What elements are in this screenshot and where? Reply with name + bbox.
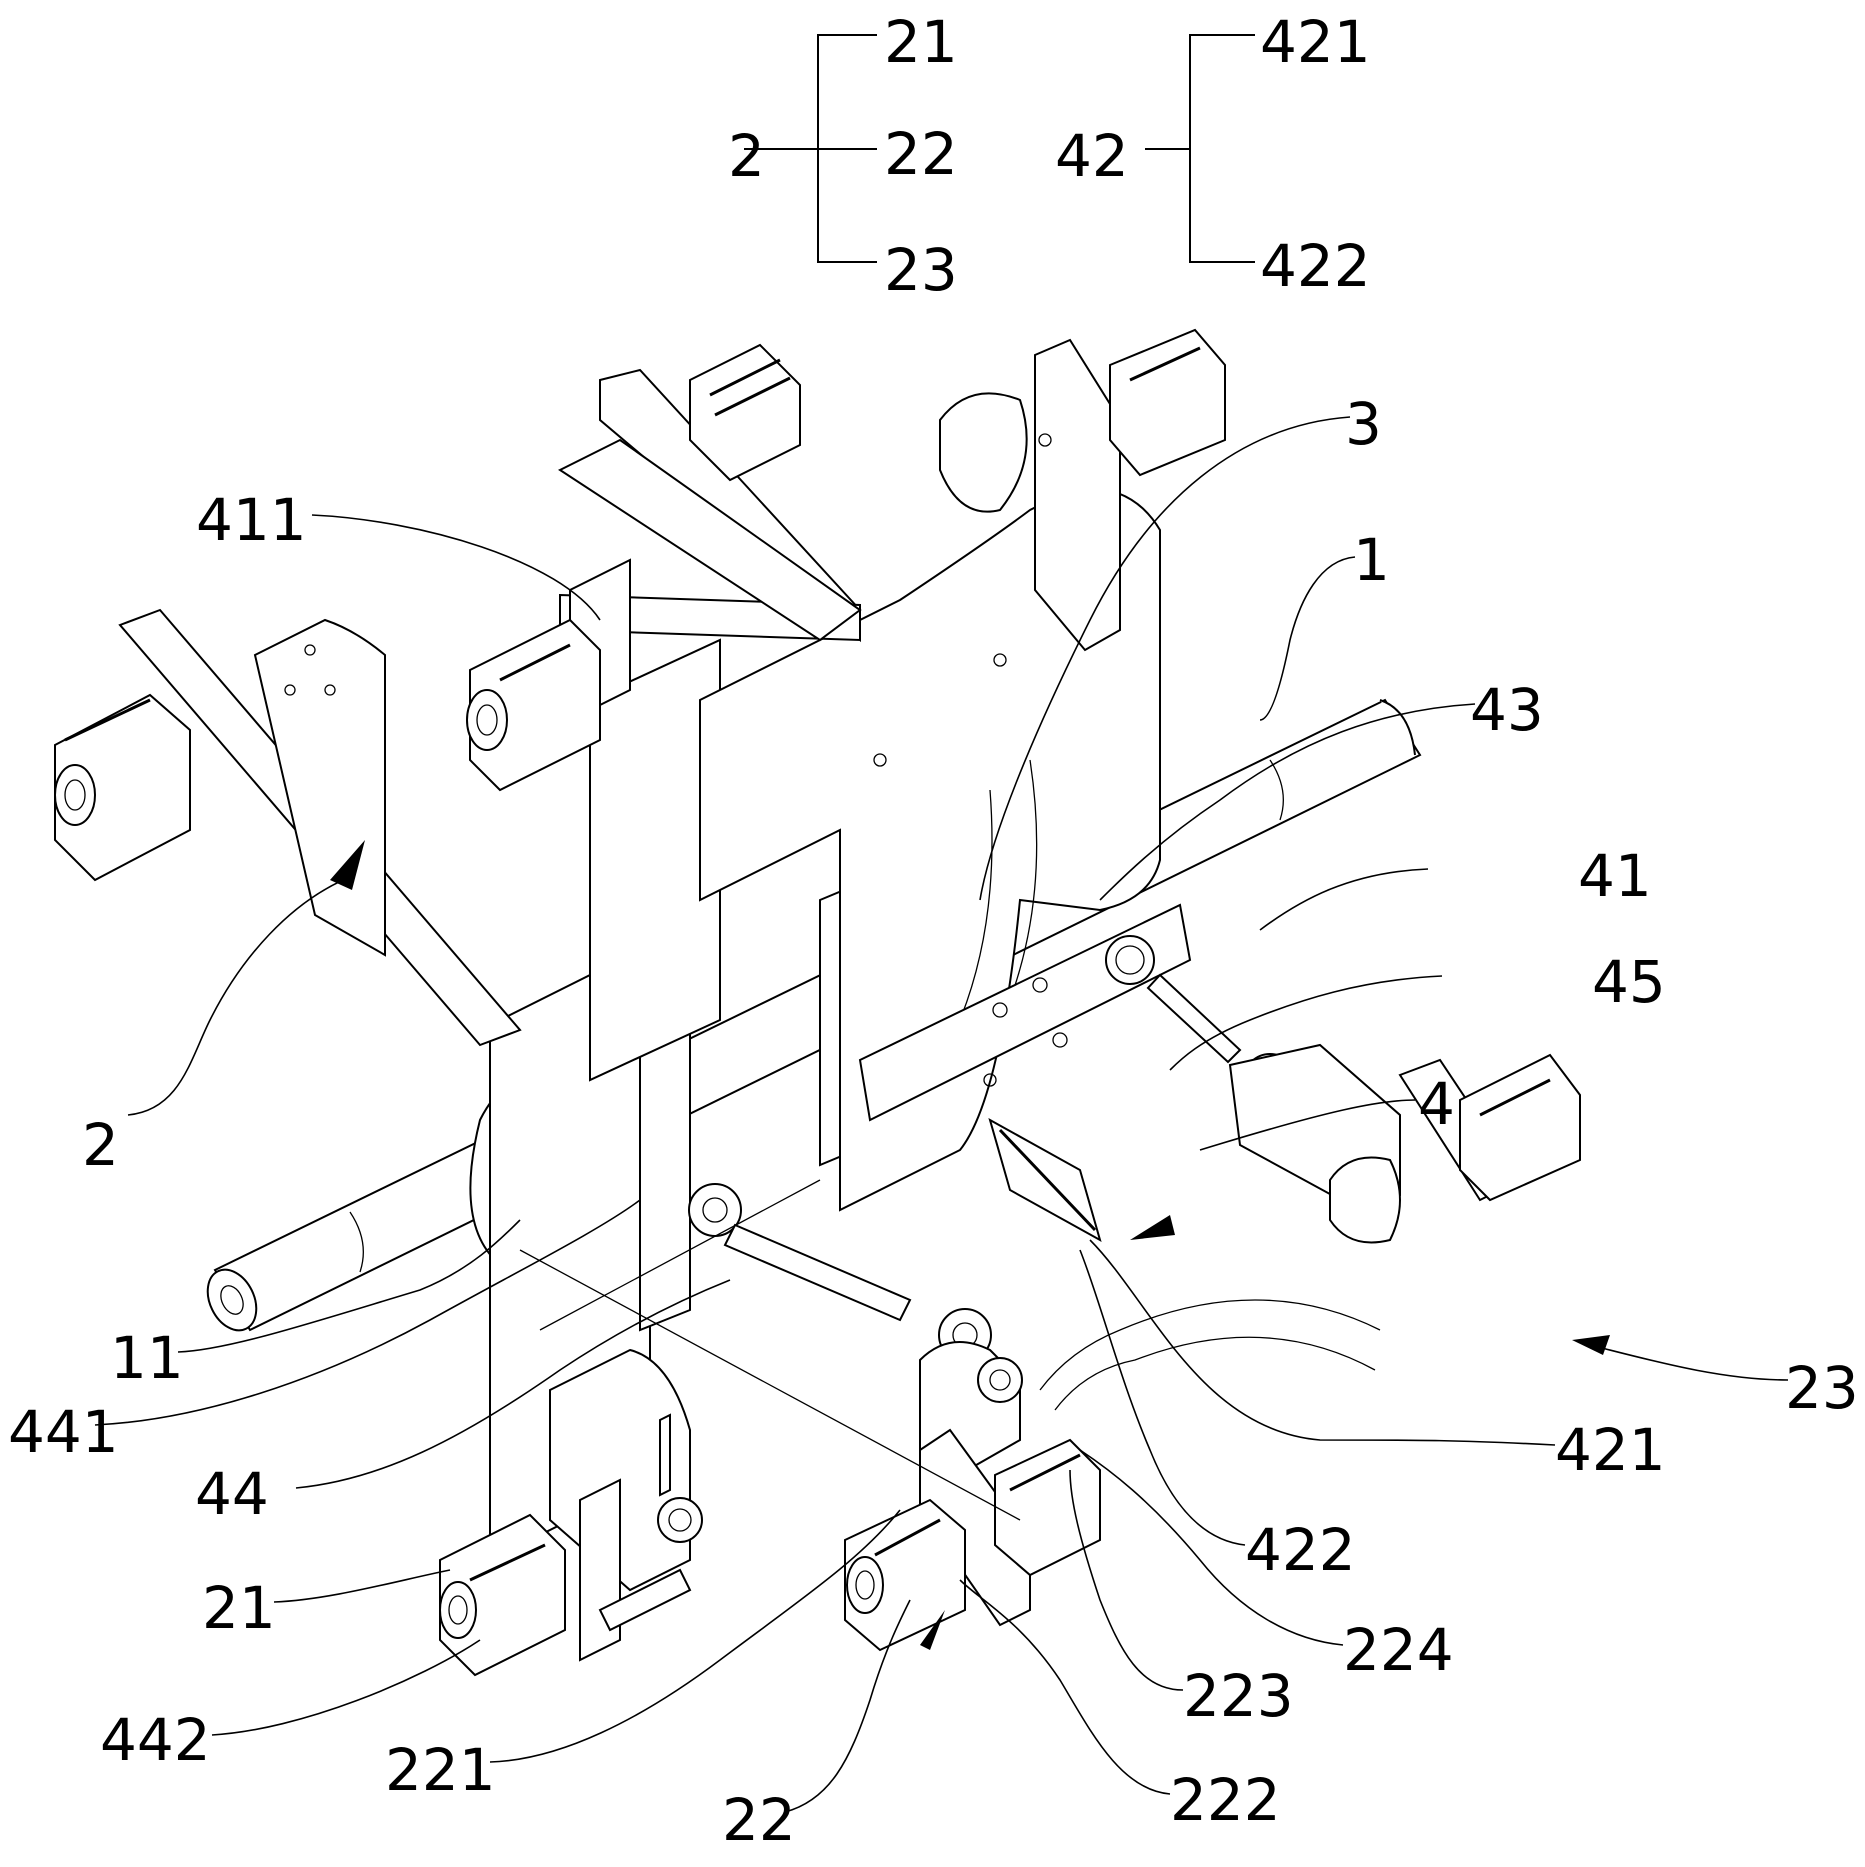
leader-223: [1069, 1469, 1184, 1691]
lower-left-gripper-21: [439, 1348, 703, 1677]
leader-22: [784, 1599, 911, 1813]
arrow-23-icon: [1572, 1335, 1610, 1355]
leader-1: [1259, 556, 1356, 721]
construction-line: [539, 1179, 821, 1331]
arrow-4-icon: [1130, 1215, 1175, 1240]
label-4: 4: [1418, 1070, 1455, 1138]
leader-4: [1199, 1099, 1416, 1151]
upper-left-arm: [466, 343, 862, 792]
label-22: 22: [722, 1786, 796, 1854]
label-422: 422: [1245, 1516, 1356, 1584]
leader-45: [1169, 975, 1443, 1071]
leader-43: [1099, 703, 1476, 901]
leader-222: [959, 1579, 1171, 1795]
legend-parent-2: 2: [728, 122, 765, 190]
label-44: 44: [195, 1460, 269, 1528]
right-linkage-arm: [858, 903, 1581, 1244]
label-421: 421: [1555, 1416, 1666, 1484]
label-45: 45: [1592, 948, 1666, 1016]
upper-right-arm: [939, 328, 1226, 652]
label-11: 11: [110, 1324, 184, 1392]
label-1: 1: [1353, 526, 1390, 594]
leader-221: [489, 1509, 901, 1763]
legend-group-2: 2 21 22 23: [728, 8, 958, 304]
legend-parent-42: 42: [1055, 122, 1129, 190]
label-222: 222: [1170, 1766, 1281, 1834]
leader-421: [1089, 1239, 1556, 1446]
label-21: 21: [202, 1574, 276, 1642]
label-224: 224: [1343, 1616, 1454, 1684]
leader-441: [94, 1199, 641, 1426]
legend-child-23: 23: [884, 236, 958, 304]
leader-41: [1259, 868, 1429, 931]
leader-442: [211, 1639, 481, 1736]
legend-bracket: [1189, 34, 1255, 263]
label-23: 23: [1785, 1354, 1859, 1422]
legend-group-42: 42 421 422: [1055, 8, 1371, 300]
leader-44: [295, 1279, 731, 1489]
mechanism-assembly: [54, 328, 1581, 1677]
construction-line: [519, 1249, 1021, 1521]
label-43: 43: [1470, 676, 1544, 744]
leader-3: [979, 416, 1351, 901]
legend-child-421: 421: [1260, 8, 1371, 76]
label-2: 2: [82, 1111, 119, 1179]
label-411: 411: [196, 486, 307, 554]
left-arm-2: [54, 608, 522, 1047]
leader-422: [1079, 1249, 1246, 1546]
arrow-2-icon: [330, 840, 365, 890]
label-441: 441: [8, 1398, 119, 1466]
leader-21: [273, 1569, 451, 1603]
leader-lines: [94, 416, 1789, 1813]
legend-child-422: 422: [1260, 232, 1371, 300]
arrow-22-icon: [920, 1610, 945, 1650]
lower-right-gripper-22: [844, 1299, 1381, 1652]
leader-2: [127, 874, 356, 1116]
leader-224: [1079, 1449, 1344, 1646]
legend-child-21: 21: [884, 8, 958, 76]
leader-23: [1589, 1344, 1789, 1381]
label-3: 3: [1345, 390, 1382, 458]
label-41: 41: [1578, 842, 1652, 910]
leader-11: [177, 1219, 521, 1353]
central-frame: [489, 638, 881, 1562]
rotary-plate-3: [699, 487, 1161, 1212]
label-442: 442: [100, 1706, 211, 1774]
leader-411: [311, 514, 601, 621]
reference-labels: 411 3 1 43 41 45 4 2 23 11 441 421 44 42…: [8, 390, 1859, 1854]
direction-arrows: [330, 840, 1610, 1650]
legend-child-22: 22: [884, 120, 958, 188]
label-223: 223: [1183, 1662, 1294, 1730]
label-221: 221: [385, 1736, 496, 1804]
